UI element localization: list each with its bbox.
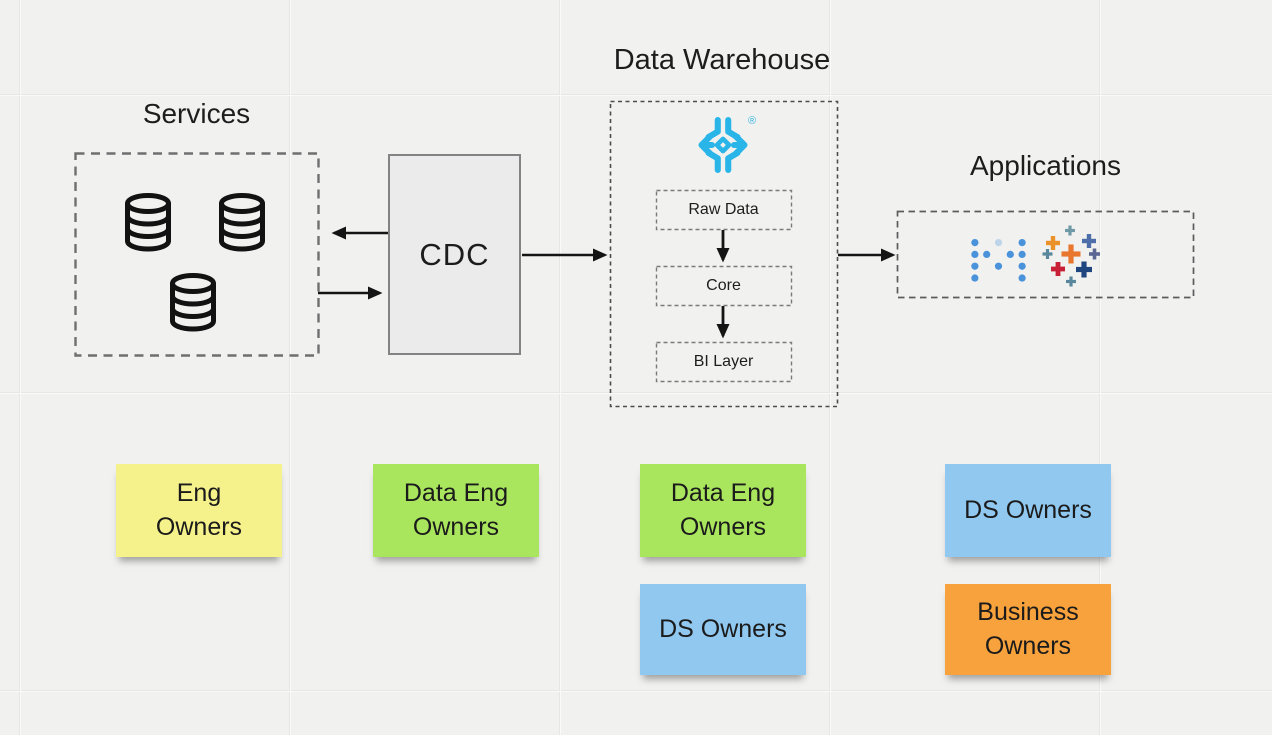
core-frame[interactable] — [655, 265, 793, 307]
snowflake-icon[interactable] — [694, 116, 752, 174]
database-icon[interactable] — [118, 192, 178, 254]
applications-frame[interactable] — [896, 210, 1195, 299]
bi-layer-node[interactable]: BI Layer — [693, 352, 754, 370]
data-warehouse-title[interactable]: Data Warehouse — [613, 44, 831, 76]
raw-data-node[interactable]: Raw Data — [688, 200, 759, 218]
metabase-icon[interactable] — [969, 237, 1028, 283]
sticky-note-label: Data Eng Owners — [403, 479, 509, 541]
sticky-note-label: Eng Owners — [155, 479, 243, 541]
services-frame[interactable] — [74, 152, 320, 357]
data-warehouse-frame[interactable] — [609, 100, 839, 408]
sticky-note-label: DS Owners — [964, 495, 1092, 524]
cdc-node[interactable]: CDC — [388, 154, 521, 355]
services-title[interactable]: Services — [142, 98, 251, 129]
sticky-note-label: DS Owners — [659, 614, 787, 643]
bi-layer-frame[interactable] — [655, 341, 793, 383]
sticky-note-label: Business Owners — [977, 598, 1079, 660]
core-node[interactable]: Core — [706, 276, 741, 294]
raw-data-frame[interactable] — [655, 189, 793, 231]
cdc-label: CDC — [419, 236, 490, 272]
sticky-note-label: Data Eng Owners — [670, 479, 776, 541]
tableau-icon[interactable] — [1040, 224, 1102, 288]
database-icon[interactable] — [163, 272, 223, 334]
sticky-note-data-eng-owners[interactable]: Data Eng Owners — [640, 464, 806, 557]
sticky-note-ds-owners[interactable]: DS Owners — [640, 584, 806, 675]
registered-trademark: ® — [748, 115, 757, 127]
sticky-note-business-owners[interactable]: Business Owners — [945, 584, 1111, 675]
sticky-note-eng-owners[interactable]: Eng Owners — [116, 464, 282, 557]
database-icon[interactable] — [212, 192, 272, 254]
sticky-note-ds-owners[interactable]: DS Owners — [945, 464, 1111, 557]
applications-title[interactable]: Applications — [970, 150, 1121, 181]
sticky-note-data-eng-owners[interactable]: Data Eng Owners — [373, 464, 539, 557]
